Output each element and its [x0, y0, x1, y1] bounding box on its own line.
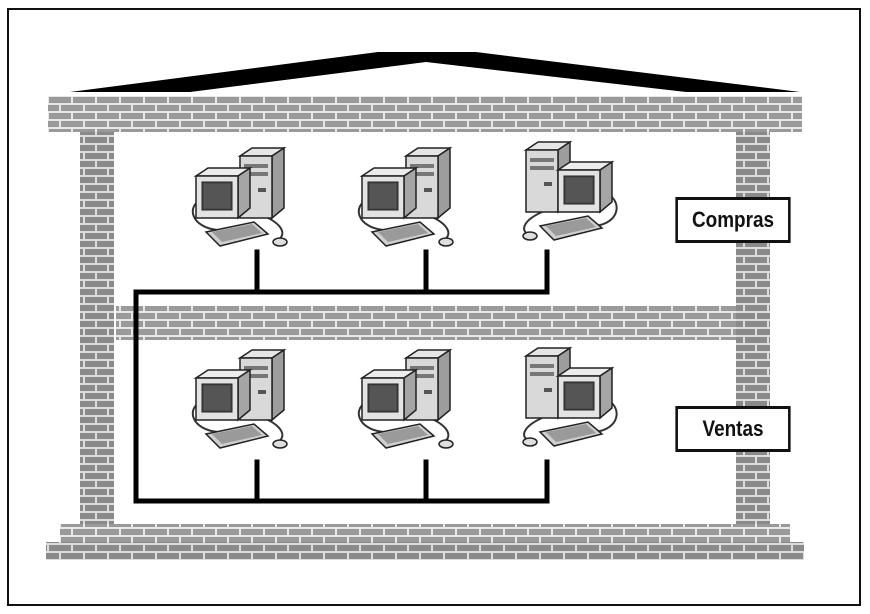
middle-brick-beam [116, 306, 736, 340]
floor-label-compras: Compras [675, 197, 791, 243]
network-cabling [133, 249, 550, 504]
floor-label-ventas: Ventas [675, 406, 791, 452]
roof [70, 52, 800, 92]
right-brick-pillar [736, 132, 770, 532]
left-brick-pillar [80, 132, 114, 532]
foundation-brick [60, 524, 790, 544]
top-brick-beam [48, 96, 802, 132]
foundation-brick-base [46, 542, 804, 560]
